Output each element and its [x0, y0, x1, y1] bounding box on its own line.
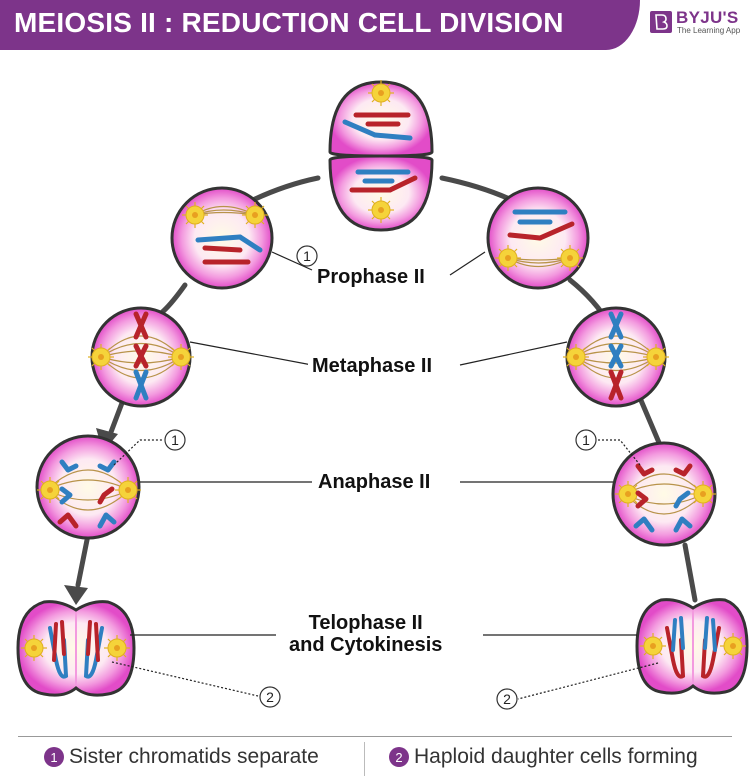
legend-number-badge: 1	[44, 747, 64, 767]
svg-text:1: 1	[303, 248, 311, 264]
legend-item-2: 2 Haploid daughter cells forming	[389, 745, 698, 769]
arrow-to-telophase-icon	[64, 585, 88, 605]
leader-prophase-right	[449, 251, 486, 276]
svg-text:2: 2	[503, 691, 511, 707]
cell-meiosis-i-daughters	[328, 79, 434, 232]
legend-column-divider	[364, 742, 365, 776]
leader-metaphase-right	[459, 341, 568, 366]
brand-name: BYJU'S	[676, 8, 739, 27]
label-prophase: Prophase II	[313, 266, 429, 288]
cell-anaphase-left	[35, 434, 142, 540]
cell-prophase-right	[486, 186, 590, 290]
svg-text:1: 1	[582, 432, 590, 448]
legend-number-badge: 2	[389, 747, 409, 767]
brand-logo: BYJU'S The Learning App	[650, 8, 746, 41]
cell-metaphase-right	[562, 306, 670, 408]
legend-item-1: 1 Sister chromatids separate	[44, 745, 319, 769]
brand-logo-icon	[650, 11, 672, 33]
svg-text:1: 1	[171, 432, 179, 448]
callout-2-telophase-right: 2	[496, 688, 518, 710]
label-telophase-line2: and Cytokinesis	[289, 634, 443, 656]
svg-text:2: 2	[266, 689, 274, 705]
callout-dotted-lines	[111, 439, 659, 700]
path-left-bottom	[75, 532, 91, 588]
leader-lines	[130, 251, 637, 636]
cell-anaphase-right	[611, 441, 717, 547]
path-right-bottom	[682, 542, 698, 603]
path-right-lower	[637, 395, 663, 448]
callout-1-prophase: 1	[296, 245, 318, 267]
legend-text: Sister chromatids separate	[69, 745, 319, 768]
callout-1-anaphase-right: 1	[575, 429, 597, 451]
cell-telophase-left	[16, 600, 136, 697]
leader-metaphase-left	[189, 341, 313, 366]
label-anaphase: Anaphase II	[314, 471, 435, 493]
label-telophase: Telophase II and Cytokinesis	[285, 612, 447, 656]
callout-2-telophase-left: 2	[259, 686, 281, 708]
cell-prophase-left	[170, 186, 274, 290]
brand-tagline: The Learning App	[677, 26, 741, 35]
leader-prophase-left	[271, 251, 313, 271]
label-telophase-line1: Telophase II	[308, 612, 423, 634]
legend-divider-rule	[18, 736, 732, 737]
cell-metaphase-left	[87, 306, 195, 408]
cell-telophase-right	[635, 598, 749, 695]
legend-text: Haploid daughter cells forming	[414, 745, 698, 768]
callout-1-anaphase-left: 1	[164, 429, 186, 451]
header-banner: MEIOSIS II : REDUCTION CELL DIVISION BYJ…	[0, 0, 750, 50]
label-metaphase: Metaphase II	[308, 355, 437, 377]
title-band	[0, 0, 640, 50]
page-title: MEIOSIS II : REDUCTION CELL DIVISION	[14, 7, 564, 38]
